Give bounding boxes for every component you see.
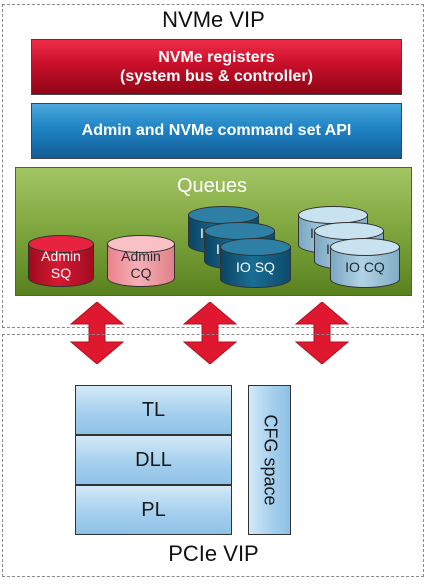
physical-layer-block: PL	[75, 485, 232, 535]
admin-cq-cylinder: Admin CQ	[107, 235, 175, 287]
command-set-api-label: Admin and NVMe command set API	[81, 122, 352, 139]
nvme-vip-title: NVMe VIP	[162, 7, 265, 32]
pcie-vip-boundary	[2, 334, 424, 577]
nvme-registers-block: NVMe registers (system bus & controller)	[31, 39, 402, 95]
bidirectional-arrow-io-sq	[183, 302, 237, 364]
admin-sq-cylinder: Admin SQ	[28, 235, 94, 287]
nvme-registers-sublabel: (system bus & controller)	[120, 68, 313, 85]
admin-sq-label: Admin SQ	[41, 248, 81, 281]
cfg-space-label: CFG space	[260, 414, 281, 506]
bidirectional-arrow-admin	[70, 302, 124, 364]
io-sq-label: IO SQ	[236, 259, 275, 275]
admin-cq-label: Admin CQ	[121, 248, 161, 281]
cfg-space-block	[248, 385, 291, 535]
io-cq-cylinder-front: IO CQ	[330, 238, 400, 288]
io-sq-cylinder-front: IO SQ	[220, 238, 291, 288]
nvme-registers-label: NVMe registers	[158, 49, 275, 66]
io-cq-label: IO CQ	[345, 259, 385, 275]
pcie-vip-title: PCIe VIP	[168, 541, 259, 566]
data-link-layer-block: DLL	[75, 435, 232, 485]
queues-title: Queues	[176, 175, 248, 197]
bidirectional-arrow-io-cq	[295, 302, 349, 364]
transaction-layer-block: TL	[75, 385, 232, 435]
command-set-api-block: Admin and NVMe command set API	[31, 103, 402, 159]
